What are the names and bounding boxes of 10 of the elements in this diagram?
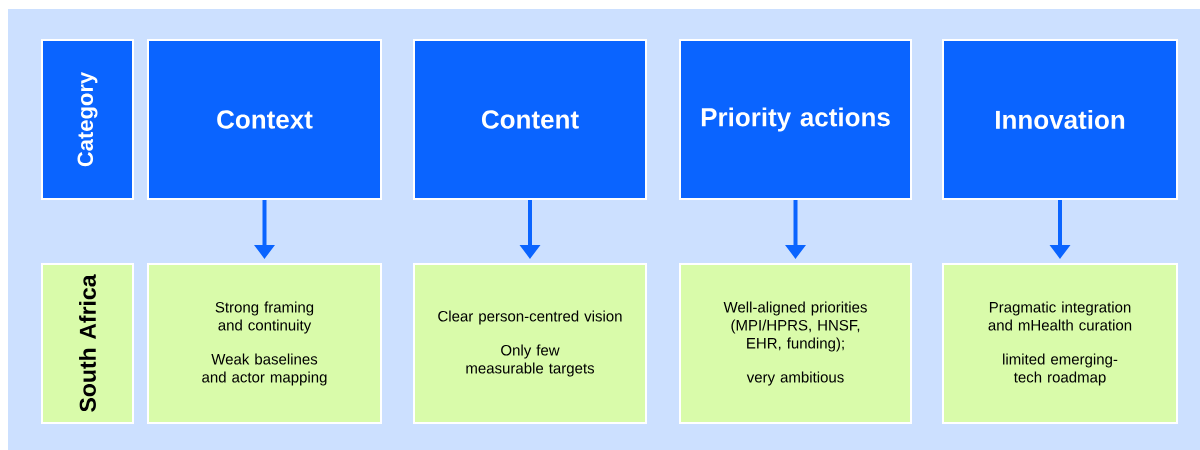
finding-box: Pragmatic integration and mHealth curation limited emerging-tech roadmap: [942, 263, 1178, 424]
category-box: Priority actions: [679, 39, 912, 200]
finding-box: Well-aligned priorities (MPI/HPRS, HNSF, EHR, funding); very ambitious: [679, 263, 912, 424]
row-header-box: South Africa: [41, 263, 134, 424]
finding-box: Clear person-centred vision Only few measurable targets: [413, 263, 647, 424]
finding-box: Strong framing and continuity Weak baselines and actor mapping: [147, 263, 382, 424]
category-box: Context: [147, 39, 382, 200]
category-box: Content: [413, 39, 647, 200]
row-header-box: Category: [41, 39, 134, 200]
category-box: Innovation: [942, 39, 1178, 200]
